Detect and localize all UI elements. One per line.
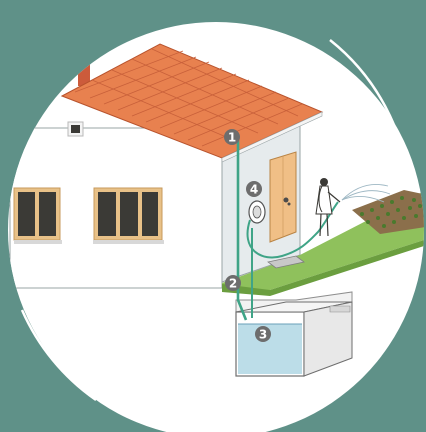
attic-window-glass [71, 125, 80, 133]
marker-3-label: 3 [259, 328, 267, 342]
marker-1-label: 1 [228, 131, 236, 145]
marker-3: 3 [255, 326, 271, 342]
marker-4-label: 4 [250, 183, 258, 197]
marker-4: 4 [246, 181, 262, 197]
window-left [14, 188, 62, 244]
marker-2: 2 [225, 275, 241, 291]
side-door [270, 152, 296, 242]
window-right [93, 188, 164, 244]
marker-2-label: 2 [229, 277, 237, 291]
hose-reel [249, 201, 265, 223]
overflow-pipe [330, 306, 350, 312]
marker-1: 1 [224, 129, 240, 145]
